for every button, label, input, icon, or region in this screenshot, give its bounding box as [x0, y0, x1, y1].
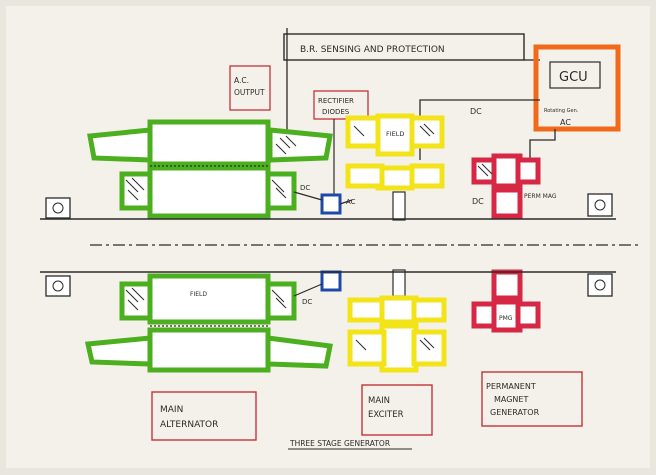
main-exciter-lower	[347, 269, 447, 373]
bearing-right-top	[587, 193, 613, 217]
main-alternator-upper	[87, 119, 333, 219]
rectifier-diode-lower	[320, 270, 342, 292]
bearing-left-top	[45, 197, 71, 219]
main-exciter-label-box	[361, 384, 433, 436]
bearing-left-bottom	[45, 275, 71, 297]
main-exciter-upper	[345, 113, 445, 221]
paper-sheet	[6, 6, 650, 468]
pmg-upper-label: PERM MAG	[524, 193, 557, 200]
dc-upper-label: DC	[300, 184, 310, 192]
main-alternator-label-box	[151, 391, 257, 441]
main-alternator-lower	[84, 273, 333, 373]
pmg-label-box	[481, 371, 583, 427]
main-alternator-line1: MAIN	[160, 405, 183, 415]
bearing-right-bottom	[587, 273, 613, 297]
gcu-inner-box	[549, 61, 601, 89]
alt-to-diode-wire-lower	[293, 283, 323, 297]
dc-gcu-label: DC	[470, 107, 482, 116]
ac-gcu-label: AC	[560, 118, 571, 127]
ac-output-box	[229, 65, 271, 111]
alternator-field-label: FIELD	[190, 291, 207, 298]
pmg-to-gcu-wire	[529, 129, 556, 160]
pmg-box-line1: PERMANENT	[486, 382, 536, 391]
pmg-box-line2: MAGNET	[494, 395, 528, 404]
ac-output-line2: OUTPUT	[234, 88, 265, 97]
dc-lower-label: DC	[302, 298, 312, 306]
pmg-lower-label: PMG	[499, 315, 513, 322]
rectifier-label-box	[313, 90, 369, 120]
ac-output-line1: A.C.	[234, 76, 249, 85]
alt-to-diode-wire	[293, 191, 323, 201]
rectifier-line1: RECTIFIER	[318, 97, 354, 105]
gcu-box	[533, 44, 621, 132]
main-exciter-line2: EXCITER	[368, 410, 404, 420]
main-alternator-line2: ALTERNATOR	[160, 420, 218, 430]
pmg-box-line3: GENERATOR	[490, 408, 540, 417]
exciter-field-label: FIELD	[386, 130, 404, 138]
rectifier-diode-upper	[320, 193, 342, 215]
rectifier-line2: DIODES	[322, 108, 350, 116]
pmg-upper	[471, 153, 541, 219]
sensing-protection-label: B.R. SENSING AND PROTECTION	[300, 45, 445, 55]
ac-upper-label: AC	[346, 198, 356, 206]
gcu-sub-label: Rotating Gen.	[544, 108, 579, 114]
diagram-title: THREE STAGE GENERATOR	[289, 439, 390, 448]
gcu-label: GCU	[559, 70, 588, 85]
dc-pmg-label: DC	[472, 197, 484, 206]
diode-to-exciter-wire	[339, 199, 353, 205]
sensing-protection-box	[283, 33, 525, 61]
main-exciter-line1: MAIN	[368, 396, 390, 406]
